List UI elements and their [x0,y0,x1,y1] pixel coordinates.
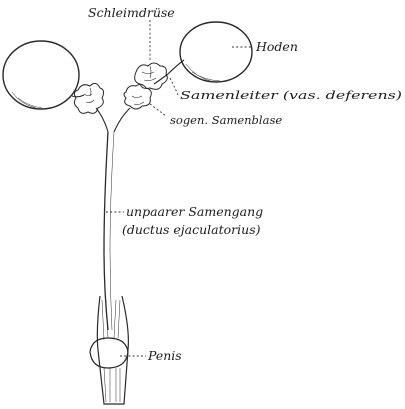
left-gland-lobes [84,88,94,103]
ejaculatory-duct-inner [110,132,114,330]
right-mucous-gland-lobes [142,66,156,81]
label-schleimdruese: Schleimdrüse [88,5,175,20]
right-seminal-vesicle [124,84,151,109]
label-samengang-line1: unpaarer Samengang [126,204,263,219]
leader-samenleiter [170,78,178,95]
left-vas-deferens [72,95,84,97]
right-duct-branch [114,108,130,132]
leader-samenblase [150,104,166,116]
left-gland-cluster [74,83,103,113]
right-seminal-vesicle-lobes [132,96,144,105]
label-samenleiter: Samenleiter (vas. deferens) [180,88,402,102]
penis-bulb [90,338,128,368]
penis-hatching [102,300,120,402]
label-samenblase: sogen. Samenblase [170,113,282,127]
label-hoden: Hoden [255,39,298,54]
right-vas-deferens [154,60,184,84]
label-penis: Penis [147,348,182,363]
right-testis [180,22,252,82]
right-mucous-gland [135,63,168,89]
penis-body [97,296,128,404]
label-samengang-line2: (ductus ejaculatorius) [122,222,261,237]
left-testis-shading [12,92,42,108]
left-duct-branch [96,108,108,132]
left-testis [3,41,79,109]
